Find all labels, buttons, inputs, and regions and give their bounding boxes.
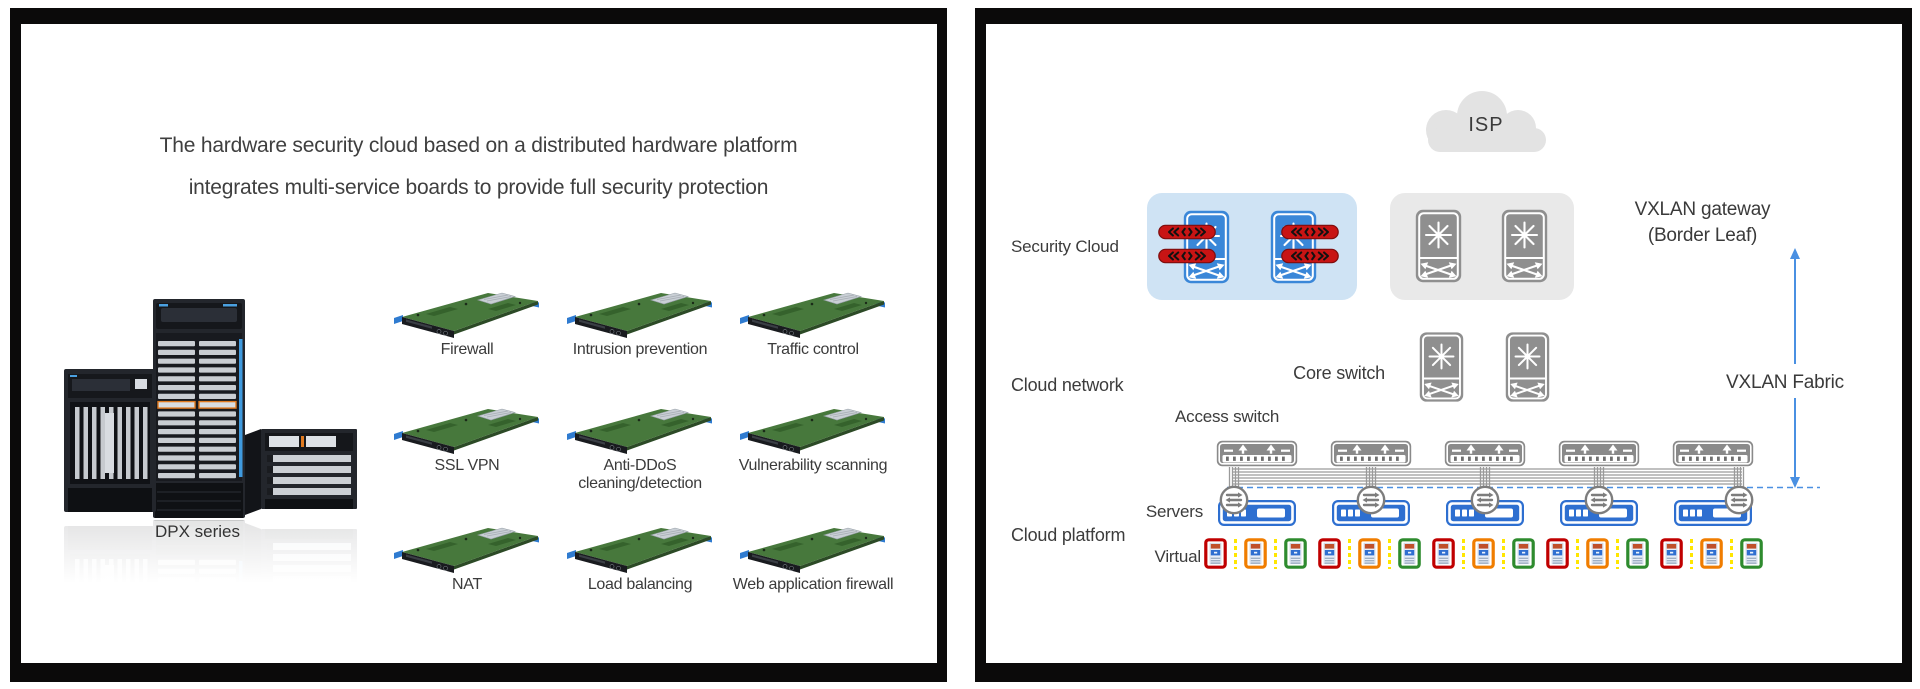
servers-label: Servers (1145, 502, 1203, 521)
access-switch-label: Access switch (1175, 407, 1280, 426)
vm-icon-green (1740, 538, 1763, 569)
vm-separator (1576, 538, 1579, 569)
vxlan-fabric-arrow (1790, 248, 1800, 488)
firewall-module-icon (1158, 247, 1216, 265)
vxlan-gateway-box (1390, 193, 1574, 300)
access-switch-icon (1216, 440, 1298, 467)
title-line-2: integrates multi-service boards to provi… (188, 176, 769, 199)
board-label: NAT (452, 576, 482, 593)
board-label: Web application firewall (732, 576, 894, 593)
vm-group (1318, 538, 1421, 569)
board-label: Anti-DDoS cleaning/detection (578, 457, 702, 492)
vxlan-gateway-label: VXLAN gateway (Border Leaf) (1615, 197, 1790, 249)
vm-separator (1502, 538, 1505, 569)
service-board-icon (738, 404, 888, 456)
nic-bond-icon (1219, 485, 1249, 515)
left-slide-title: The hardware security cloud based on a d… (10, 125, 947, 209)
virtual-label: Virtual (1154, 547, 1202, 566)
board-cell: SSL VPN (377, 404, 557, 475)
board-label: Firewall (440, 341, 494, 358)
nic-bond-icon (1470, 485, 1500, 515)
service-board-icon (392, 288, 542, 340)
board-cell: Traffic control (723, 288, 903, 359)
board-cell: Intrusion prevention (550, 288, 730, 359)
core-switch-icon (1505, 330, 1550, 404)
vm-icon-orange (1358, 538, 1381, 569)
core-switch-label: Core switch (1293, 363, 1385, 383)
vm-icon-green (1626, 538, 1649, 569)
vxlan-fabric-label: VXLAN Fabric (1726, 372, 1844, 393)
vm-icon-orange (1472, 538, 1495, 569)
vm-group (1204, 538, 1307, 569)
board-cell: Vulnerability scanning (723, 404, 903, 475)
vm-icon-red (1318, 538, 1341, 569)
vm-icon-orange (1244, 538, 1267, 569)
access-fabric-diagram (1216, 440, 1820, 526)
vm-separator (1274, 538, 1277, 569)
vm-icon-green (1398, 538, 1421, 569)
vm-separator (1348, 538, 1351, 569)
core-switch-icon (1419, 330, 1464, 404)
board-label: Intrusion prevention (572, 341, 708, 358)
vm-icon-green (1512, 538, 1535, 569)
vxlan-gateway-line1: VXLAN gateway (1634, 199, 1771, 220)
vm-separator (1616, 538, 1619, 569)
dpx-series-label: DPX series (154, 522, 241, 541)
board-cell: Anti-DDoS cleaning/detection (550, 404, 730, 493)
access-switch-icon (1444, 440, 1526, 467)
board-label: Vulnerability scanning (738, 457, 888, 474)
isp-label: ISP (1468, 114, 1504, 136)
vm-icon-red (1432, 538, 1455, 569)
board-cell: Web application firewall (723, 523, 903, 594)
nic-bond-icon (1724, 485, 1754, 515)
board-cell: Load balancing (550, 523, 730, 594)
service-board-icon (738, 523, 888, 575)
board-label: Load balancing (587, 576, 693, 593)
cloud-platform-label: Cloud platform (1011, 525, 1126, 545)
border-leaf-switch-icon (1415, 208, 1462, 284)
vm-icon-green (1284, 538, 1307, 569)
downlink-cables (1228, 467, 1745, 487)
firewall-module-icon (1281, 223, 1339, 241)
nic-bond-icon (1584, 485, 1614, 515)
vm-group (1432, 538, 1535, 569)
access-switch-icon (1558, 440, 1640, 467)
left-slide: The hardware security cloud based on a d… (10, 8, 947, 682)
vm-separator (1234, 538, 1237, 569)
service-board-icon (738, 288, 888, 340)
vm-icon-red (1546, 538, 1569, 569)
board-label: Traffic control (767, 341, 859, 358)
vm-icon-red (1660, 538, 1683, 569)
access-switch-icon (1672, 440, 1754, 467)
service-board-icon (565, 523, 715, 575)
access-switch-icon (1330, 440, 1412, 467)
firewall-module-icon (1281, 247, 1339, 265)
vm-separator (1462, 538, 1465, 569)
title-line-1: The hardware security cloud based on a d… (159, 134, 798, 157)
vxlan-gateway-line2: (Border Leaf) (1647, 225, 1758, 246)
service-board-icon (392, 404, 542, 456)
nic-bond-icon (1356, 485, 1386, 515)
dpx-chassis-image (55, 299, 365, 583)
board-cell: Firewall (377, 288, 557, 359)
security-cloud-label: Security Cloud (1011, 237, 1119, 256)
vm-separator (1388, 538, 1391, 569)
vm-group (1546, 538, 1649, 569)
cloud-network-label: Cloud network (1011, 375, 1124, 395)
security-cloud-box (1147, 193, 1357, 300)
vm-group (1660, 538, 1763, 569)
vm-separator (1690, 538, 1693, 569)
service-board-icon (565, 288, 715, 340)
vm-icon-orange (1586, 538, 1609, 569)
vm-icon-orange (1700, 538, 1723, 569)
border-leaf-switch-icon (1501, 208, 1548, 284)
vm-icon-red (1204, 538, 1227, 569)
right-slide: ISP Security Cloud Cloud network Cloud p… (975, 8, 1912, 682)
board-cell: NAT (377, 523, 557, 594)
service-board-icon (392, 523, 542, 575)
vm-separator (1730, 538, 1733, 569)
board-label: SSL VPN (434, 457, 500, 474)
service-board-icon (565, 404, 715, 456)
firewall-module-icon (1158, 223, 1216, 241)
